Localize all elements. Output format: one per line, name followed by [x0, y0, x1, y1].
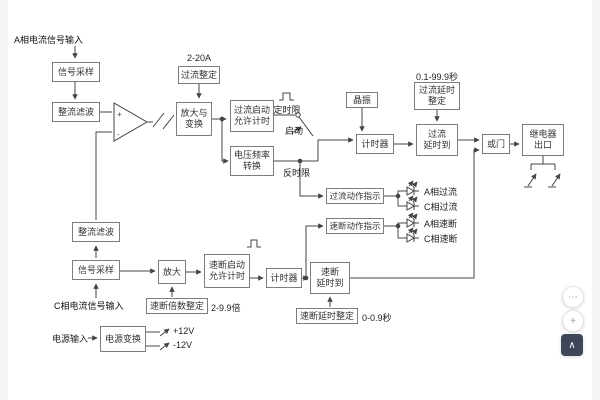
plus-icon: + — [570, 315, 576, 327]
led-label-a-overcurrent: A相过流 — [424, 187, 458, 197]
led-c-quickbreak-icon — [404, 227, 419, 243]
block-power-convert: 电源变换 — [100, 326, 146, 352]
block-crystal-osc: 晶振 — [346, 92, 378, 108]
expand-widget-button[interactable]: + — [562, 310, 584, 332]
inverse-time-label: 反时限 — [283, 168, 311, 178]
block-or-gate: 或门 — [482, 134, 510, 154]
led-label-c-quickbreak: C相速断 — [424, 234, 458, 244]
power-switch-icon — [159, 328, 170, 337]
qb-multiple-range-label: 2-9.9倍 — [211, 303, 241, 313]
block-rectifier-filter-a: 整流滤波 — [52, 102, 100, 122]
page-left-margin — [0, 0, 8, 400]
phase-select-switch-icon — [152, 112, 175, 130]
led-a-quickbreak-icon — [404, 212, 419, 228]
svg-text:+: + — [117, 110, 122, 119]
block-vf-convert: 电压频率 转换 — [230, 146, 274, 176]
block-qb-delay-reached: 速断 延时到 — [310, 262, 350, 294]
chat-dots-icon: ⋯ — [568, 291, 578, 303]
pulse-waveform-icon — [279, 92, 294, 101]
chevron-up-icon: ∧ — [568, 339, 576, 351]
qb-delay-range-label: 0-0.9秒 — [362, 313, 392, 323]
phase-c-input-label: C相电流信号输入 — [54, 301, 124, 311]
pulse-waveform-icon — [247, 239, 261, 248]
time-mode-switch-icon — [298, 116, 314, 137]
back-to-top-button[interactable]: ∧ — [561, 334, 583, 356]
led-c-overcurrent-icon — [404, 195, 419, 211]
block-oc-delay-setting: 过流延时 整定 — [414, 82, 460, 110]
minus-12v-label: -12V — [173, 340, 193, 350]
block-rectifier-filter-c: 整流滤波 — [72, 222, 120, 242]
power-input-label: 电源输入 — [52, 334, 89, 344]
page-right-margin — [592, 0, 600, 400]
block-oc-start-timing: 过流启动 允许计时 — [230, 100, 274, 132]
block-qb-action-indicator: 速断动作指示 — [326, 218, 384, 234]
block-oc-setting: 过流整定 — [178, 66, 220, 84]
block-timer-oc: 计时器 — [356, 134, 394, 154]
oc-delay-range-label: 0.1-99.9秒 — [415, 72, 459, 82]
block-qb-delay-setting: 速断延时整定 — [296, 308, 358, 324]
block-signal-sample-c: 信号采样 — [72, 260, 120, 280]
svg-text:-: - — [117, 130, 120, 139]
definite-time-label: 定时限 — [273, 105, 301, 115]
start-label: 启动 — [285, 126, 304, 136]
phase-a-input-label: A相电流信号输入 — [14, 35, 84, 45]
start-trigger-arrow-icon — [291, 126, 302, 134]
block-oc-delay-reached: 过流 延时到 — [416, 124, 458, 156]
block-amp-transform: 放大与 变换 — [176, 102, 212, 136]
relay-contact-icons — [524, 156, 561, 188]
block-amplifier-qb: 放大 — [158, 260, 186, 284]
block-oc-action-indicator: 过流动作指示 — [326, 188, 384, 204]
opamp-comparator-symbol: + - — [113, 102, 149, 142]
block-signal-sample-a: 信号采样 — [52, 62, 100, 82]
oc-setting-range-label: 2-20A — [186, 53, 212, 63]
block-qb-multiple-setting: 速断倍数整定 — [146, 298, 208, 314]
plus-12v-label: +12V — [173, 326, 195, 336]
block-timer-qb: 计时器 — [266, 268, 302, 288]
led-label-a-quickbreak: A相速断 — [424, 219, 458, 229]
led-a-overcurrent-icon — [404, 180, 419, 196]
block-relay-output: 继电器 出口 — [522, 124, 564, 156]
chat-widget-button[interactable]: ⋯ — [562, 286, 584, 308]
led-label-c-overcurrent: C相过流 — [424, 202, 458, 212]
block-qb-start-timing: 速断启动 允许计时 — [204, 254, 250, 288]
power-switch-icon — [159, 342, 170, 351]
